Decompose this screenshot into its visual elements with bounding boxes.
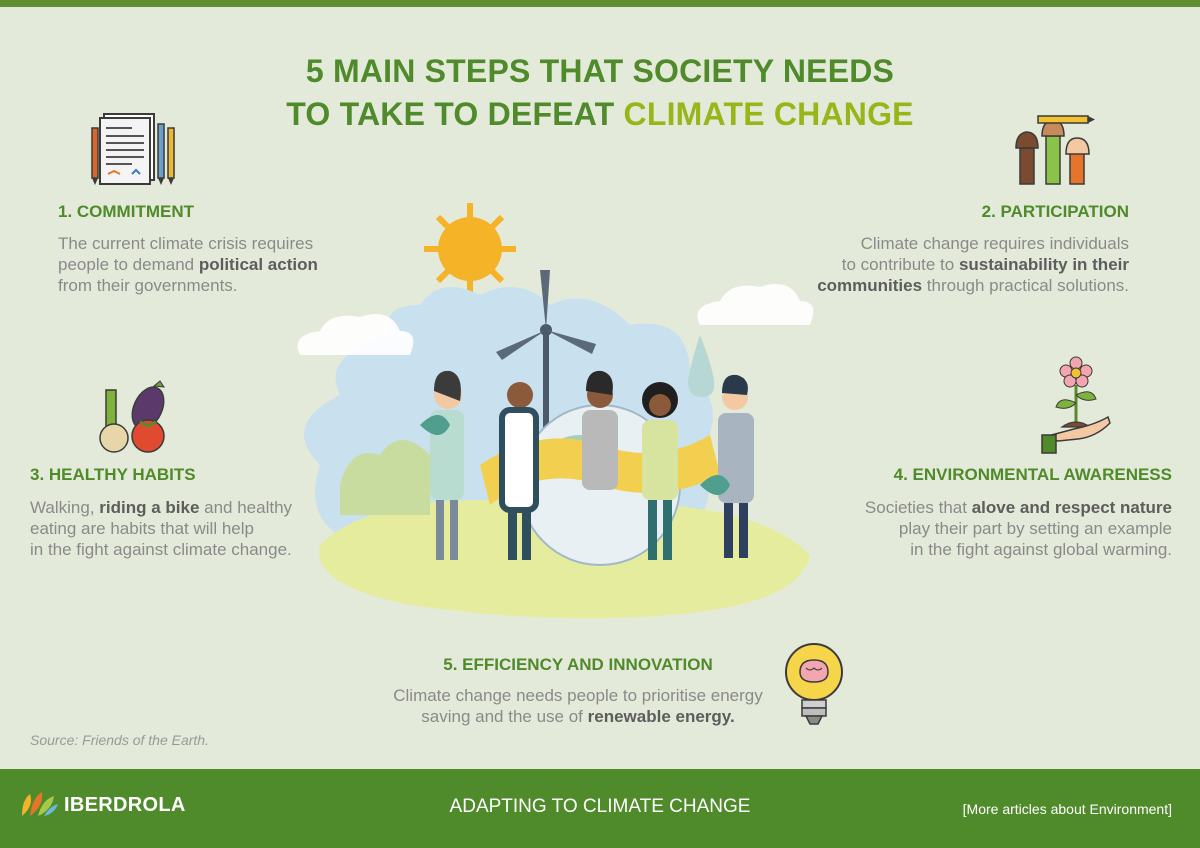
text-line: in the fight against climate change. [30,540,292,559]
text-line: in the fight against global warming. [910,540,1172,559]
page-title: 5 MAIN STEPS THAT SOCIETY NEEDS TO TAKE … [0,50,1200,136]
text-line: communities through practical solutions. [817,276,1129,295]
person-3 [582,370,618,490]
title-line-2-prefix: TO TAKE TO DEFEAT [286,96,624,132]
step-1-heading: 1. COMMITMENT [58,202,194,221]
step-3-body: Walking, riding a bike and healthy eating… [30,497,292,560]
person-2 [499,382,539,560]
footer-title: ADAPTING TO CLIMATE CHANGE [449,796,751,817]
text-line: to contribute to sustainability in their [841,255,1129,274]
person-4 [642,382,678,560]
step-2-heading: 2. PARTICIPATION [981,202,1129,221]
text-line: The current climate crisis requires [58,234,314,253]
step-5-body: Climate change needs people to prioritis… [348,685,808,727]
title-highlight: CLIMATE CHANGE [623,96,914,132]
top-bar [0,0,1200,7]
text-line: Societies that alove and respect nature [864,498,1172,517]
title-line-1: 5 MAIN STEPS THAT SOCIETY NEEDS [305,53,895,89]
text-line: people to demand political action [58,255,318,274]
people-holding-earth-windmill-illustration [297,203,814,619]
hand-flower-icon [1041,356,1111,454]
more-articles-link[interactable]: [More articles about Environment] [962,801,1172,817]
step-5-heading: 5. EFFICIENCY AND INNOVATION [443,655,713,674]
brand-logo[interactable]: IBERDROLA [18,790,186,820]
iberdrola-leaf-icon [22,792,58,816]
step-4-heading: 4. ENVIRONMENTAL AWARENESS [893,465,1172,484]
step-2-body: Climate change requires individuals to co… [817,233,1129,296]
source-note: Source: Friends of the Earth. [30,732,209,748]
step-3-heading: 3. HEALTHY HABITS [30,465,196,484]
footer-bar [0,769,1200,848]
brand-name: IBERDROLA [64,793,186,816]
text-line: play their part by setting an example [898,519,1172,538]
text-line: Climate change requires individuals [860,234,1129,253]
raised-hands-icon [1015,115,1095,185]
sun-icon [424,203,516,295]
text-line: Walking, riding a bike and healthy [30,498,293,517]
step-1-body: The current climate crisis requires peopl… [58,233,318,296]
text-line: eating are habits that will help [30,519,254,538]
text-line: Climate change needs people to prioritis… [393,686,763,705]
step-4-body: Societies that alove and respect nature p… [865,497,1172,560]
document-pens-icon [91,113,175,185]
title-line-2: TO TAKE TO DEFEAT CLIMATE CHANGE [0,93,1200,136]
text-line: saving and the use of renewable energy. [421,707,735,726]
text-line: from their governments. [58,276,238,295]
lightbulb-brain-icon [785,643,843,725]
vegetables-icon [99,380,166,453]
